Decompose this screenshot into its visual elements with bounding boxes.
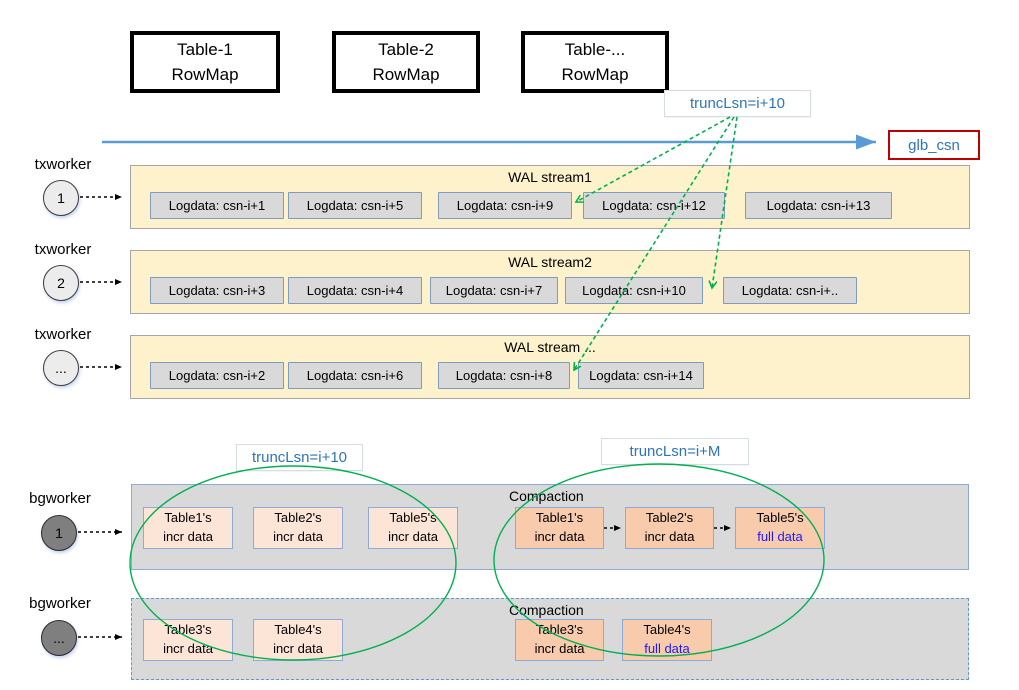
tbox-line2: incr data [273,641,323,656]
wal-stream-1-title: WAL stream1 [508,169,592,185]
txworker-2-circle: 2 [43,265,79,301]
trunclsn-right-label: truncLsn=i+M [601,438,749,465]
bgworker-etc-circle: ... [41,620,77,656]
txworker-2-label: txworker [34,241,92,258]
tbox-line2: incr data [644,529,695,544]
tbox-line2: incr data [163,529,213,544]
logdata-cell: Logdata: csn-i+14 [578,362,704,389]
logdata-cell: Logdata: csn-i+8 [438,362,570,389]
tbox-line1: Table5's [389,510,437,526]
tbox-line1: Table1's [535,510,584,526]
logdata-cell: Logdata: csn-i+10 [565,277,703,304]
tbox-line1: Table1's [164,510,212,526]
logdata-cell: Logdata: csn-i+12 [583,192,725,219]
txworker-1-label: txworker [34,156,92,173]
compaction-chain-box: Table4's full data [622,619,712,661]
compaction-1-title: Compaction [509,488,584,504]
logdata-cell: Logdata: csn-i+13 [745,192,892,219]
logdata-cell: Logdata: csn-i+1 [150,192,284,219]
incr-data-box: Table1's incr data [143,507,233,549]
tbox-line1: Table2's [274,510,322,526]
compaction-chain-box: Table1's incr data [515,507,604,549]
logdata-cell: Logdata: csn-i+4 [288,277,422,304]
logdata-cell: Logdata: csn-i+.. [723,277,857,304]
rowmap-line1: Table-2 [378,39,434,59]
incr-data-box: Table3's incr data [143,619,233,661]
rowmap-line2: RowMap [561,65,629,84]
compaction-2-title: Compaction [509,602,584,618]
bgworker-1-circle: 1 [41,515,77,551]
tbox-line1: Table4's [643,622,691,638]
incr-data-box: Table4's incr data [253,619,343,661]
compaction-chain-box: Table5's full data [735,507,825,549]
glb-csn-box: glb_csn [888,130,980,160]
rowmap-line2: RowMap [372,65,440,84]
logdata-cell: Logdata: csn-i+2 [150,362,284,389]
tbox-line2: incr data [388,529,438,544]
rowmap-table-2: Table-2 RowMap [332,31,480,93]
logdata-cell: Logdata: csn-i+6 [288,362,422,389]
bgworker-etc-label: bgworker [29,595,91,612]
tbox-line2: incr data [273,529,323,544]
logdata-cell: Logdata: csn-i+7 [430,277,558,304]
incr-data-box: Table2's incr data [253,507,343,549]
tbox-line2: incr data [534,529,585,544]
rowmap-table-etc: Table-... RowMap [521,31,669,93]
tbox-line1: Table3's [164,622,212,638]
txworker-etc-label: txworker [34,326,92,343]
tbox-line2: incr data [534,641,585,656]
rowmap-line1: Table-1 [177,39,233,59]
tbox-line1: Table5's [756,510,804,526]
wal-stream-etc-title: WAL stream ... [504,339,596,355]
tbox-line2-full-data: full data [757,529,803,544]
incr-data-box: Table5's incr data [368,507,458,549]
logdata-cell: Logdata: csn-i+5 [288,192,422,219]
tbox-line1: Table2's [645,510,694,526]
trunclsn-left-label: truncLsn=i+10 [236,444,363,471]
txworker-1-circle: 1 [43,180,79,216]
rowmap-table-1: Table-1 RowMap [130,31,280,93]
compaction-chain-box: Table3's incr data [515,619,604,661]
txworker-etc-circle: ... [43,350,79,386]
wal-stream-2-title: WAL stream2 [508,254,592,270]
rowmap-line2: RowMap [171,65,239,84]
trunclsn-arrow-stream3 [574,116,735,370]
rowmap-line1: Table-... [564,39,626,59]
tbox-line2-full-data: full data [644,641,690,656]
tbox-line1: Table4's [274,622,322,638]
logdata-cell: Logdata: csn-i+9 [438,192,572,219]
bgworker-1-label: bgworker [29,490,91,507]
tbox-line1: Table3's [535,622,584,638]
compaction-chain-box: Table2's incr data [625,507,714,549]
tbox-line2: incr data [163,641,213,656]
logdata-cell: Logdata: csn-i+3 [150,277,284,304]
trunclsn-top-label: truncLsn=i+10 [664,90,811,117]
